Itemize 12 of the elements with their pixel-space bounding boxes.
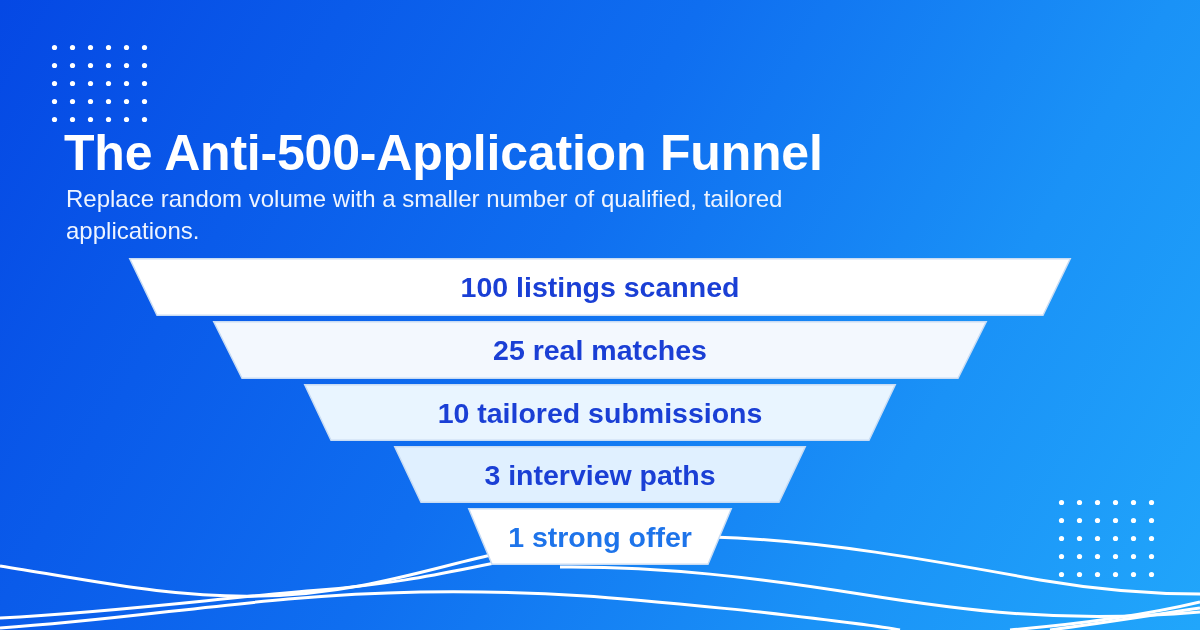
funnel-stage xyxy=(129,258,1071,316)
stage-label: 3 interview paths xyxy=(484,457,716,492)
title: The Anti-500-Application Funnel xyxy=(64,125,823,181)
subtitle: Replace random volume with a smaller number of qualified, tailored applications. xyxy=(66,184,784,246)
funnel-stage xyxy=(468,508,732,565)
funnel-stage xyxy=(304,384,896,441)
stage-label: 1 strong offer xyxy=(508,519,692,554)
stage-label: 25 real matches xyxy=(493,333,707,367)
stage-label: 100 listings scanned xyxy=(460,270,740,304)
funnel-stage xyxy=(394,446,806,503)
stage-label: 10 tailored submissions xyxy=(437,395,763,430)
funnel-stage xyxy=(213,321,987,379)
